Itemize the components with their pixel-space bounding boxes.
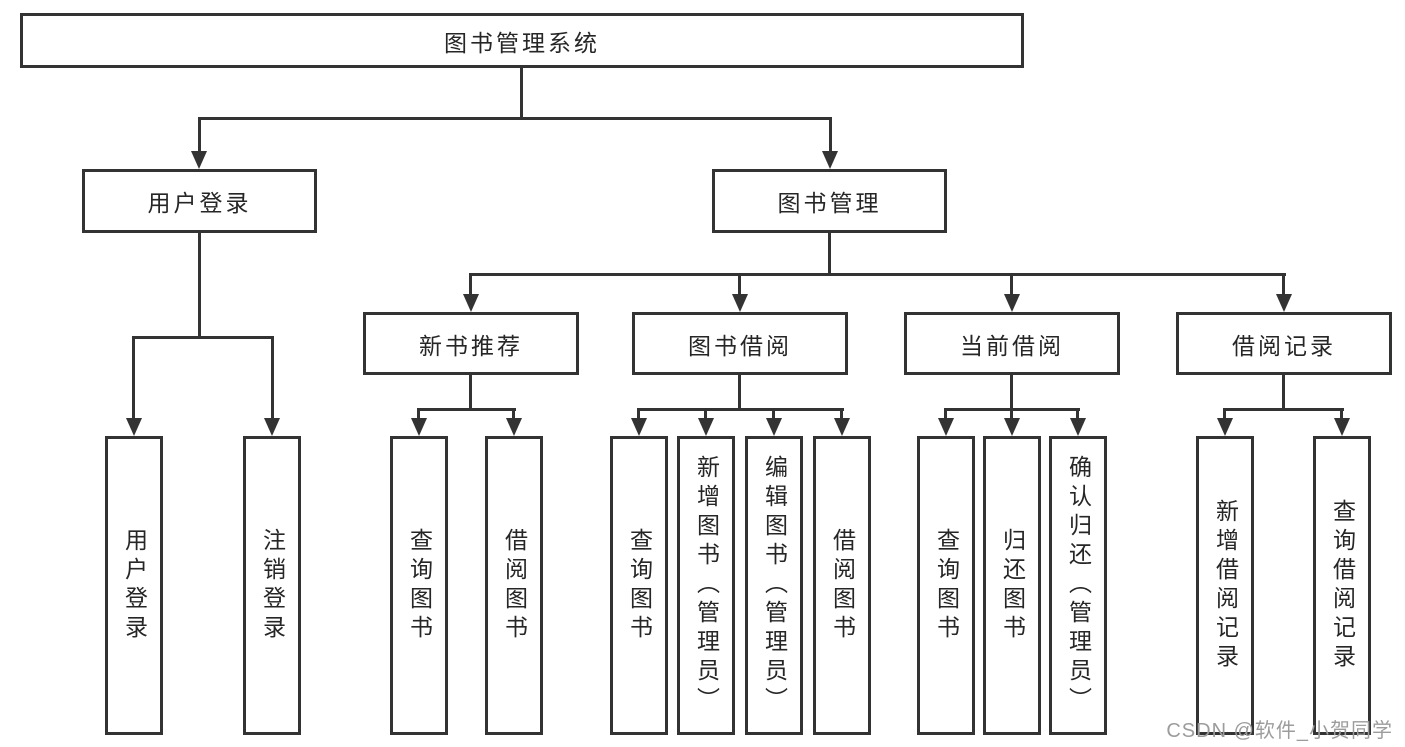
arrow-down-icon bbox=[631, 418, 647, 436]
connector-records-split bbox=[1224, 408, 1344, 411]
arrow-down-icon bbox=[1217, 418, 1233, 436]
connector-arrow-shaft bbox=[1010, 273, 1013, 294]
connector-arrow-shaft bbox=[738, 273, 741, 294]
arrow-down-icon bbox=[506, 418, 522, 436]
arrow-down-icon bbox=[126, 418, 142, 436]
connector-mgmt-stem bbox=[828, 233, 831, 273]
arrow-down-icon bbox=[732, 294, 748, 312]
connector-arrow-shaft bbox=[637, 408, 640, 418]
arrow-down-icon bbox=[191, 151, 207, 169]
connector-arrow-shaft bbox=[1223, 408, 1226, 418]
arrow-down-icon bbox=[698, 418, 714, 436]
leaf-recommend-query-book: 查询图书 bbox=[390, 436, 448, 735]
leaf-edit-book-admin: 编辑图书（管理员） bbox=[745, 436, 803, 735]
arrow-down-icon bbox=[822, 151, 838, 169]
connector-recommend-stem bbox=[469, 375, 472, 408]
arrow-down-icon bbox=[264, 418, 280, 436]
connector-arrow-shaft bbox=[704, 408, 707, 418]
csdn-watermark: CSDN @软件_小贺同学 bbox=[1166, 720, 1393, 742]
arrow-down-icon bbox=[766, 418, 782, 436]
leaf-user-login: 用户登录 bbox=[105, 436, 163, 735]
connector-borrow-split bbox=[638, 408, 844, 411]
connector-recommend-split bbox=[418, 408, 516, 411]
arrow-down-icon bbox=[1334, 418, 1350, 436]
connector-arrow-shaft bbox=[271, 336, 274, 418]
arrow-down-icon bbox=[1070, 418, 1086, 436]
node-borrow-records: 借阅记录 bbox=[1176, 312, 1392, 375]
connector-arrow-shaft bbox=[469, 273, 472, 294]
connector-current-stem bbox=[1010, 375, 1013, 408]
arrow-down-icon bbox=[463, 294, 479, 312]
connector-records-stem bbox=[1282, 375, 1285, 408]
connector-arrow-shaft bbox=[198, 117, 201, 151]
node-new-book-recommend: 新书推荐 bbox=[363, 312, 579, 375]
connector-arrow-shaft bbox=[1340, 408, 1343, 418]
connector-arrow-shaft bbox=[840, 408, 843, 418]
leaf-borrow-book: 借阅图书 bbox=[813, 436, 871, 735]
connector-arrow-shaft bbox=[417, 408, 420, 418]
connector-root-stem bbox=[520, 68, 523, 117]
connector-mgmt-split bbox=[470, 273, 1286, 276]
connector-arrow-shaft bbox=[829, 117, 832, 151]
node-book-management-module: 图书管理 bbox=[712, 169, 947, 233]
leaf-recommend-borrow-book: 借阅图书 bbox=[485, 436, 543, 735]
node-user-login-module: 用户登录 bbox=[82, 169, 317, 233]
connector-arrow-shaft bbox=[132, 336, 135, 418]
arrow-down-icon bbox=[411, 418, 427, 436]
leaf-add-borrow-record: 新增借阅记录 bbox=[1196, 436, 1254, 735]
connector-arrow-shaft bbox=[772, 408, 775, 418]
leaf-borrow-query-book: 查询图书 bbox=[610, 436, 668, 735]
arrow-down-icon bbox=[1276, 294, 1292, 312]
leaf-current-query-book: 查询图书 bbox=[917, 436, 975, 735]
leaf-query-borrow-record: 查询借阅记录 bbox=[1313, 436, 1371, 735]
arrow-down-icon bbox=[938, 418, 954, 436]
leaf-confirm-return-admin: 确认归还（管理员） bbox=[1049, 436, 1107, 735]
leaf-return-book: 归还图书 bbox=[983, 436, 1041, 735]
arrow-down-icon bbox=[834, 418, 850, 436]
connector-root-split bbox=[198, 117, 832, 120]
connector-arrow-shaft bbox=[1076, 408, 1079, 418]
arrow-down-icon bbox=[1004, 418, 1020, 436]
connector-arrow-shaft bbox=[1010, 408, 1013, 418]
leaf-logout: 注销登录 bbox=[243, 436, 301, 735]
node-book-borrow: 图书借阅 bbox=[632, 312, 848, 375]
connector-borrow-stem bbox=[738, 375, 741, 408]
connector-user-split bbox=[133, 336, 274, 339]
connector-user-stem bbox=[198, 233, 201, 336]
node-root-system: 图书管理系统 bbox=[20, 13, 1024, 68]
arrow-down-icon bbox=[1004, 294, 1020, 312]
connector-arrow-shaft bbox=[944, 408, 947, 418]
leaf-add-book-admin: 新增图书（管理员） bbox=[677, 436, 735, 735]
connector-arrow-shaft bbox=[1282, 273, 1285, 294]
connector-arrow-shaft bbox=[512, 408, 515, 418]
node-current-borrow: 当前借阅 bbox=[904, 312, 1120, 375]
